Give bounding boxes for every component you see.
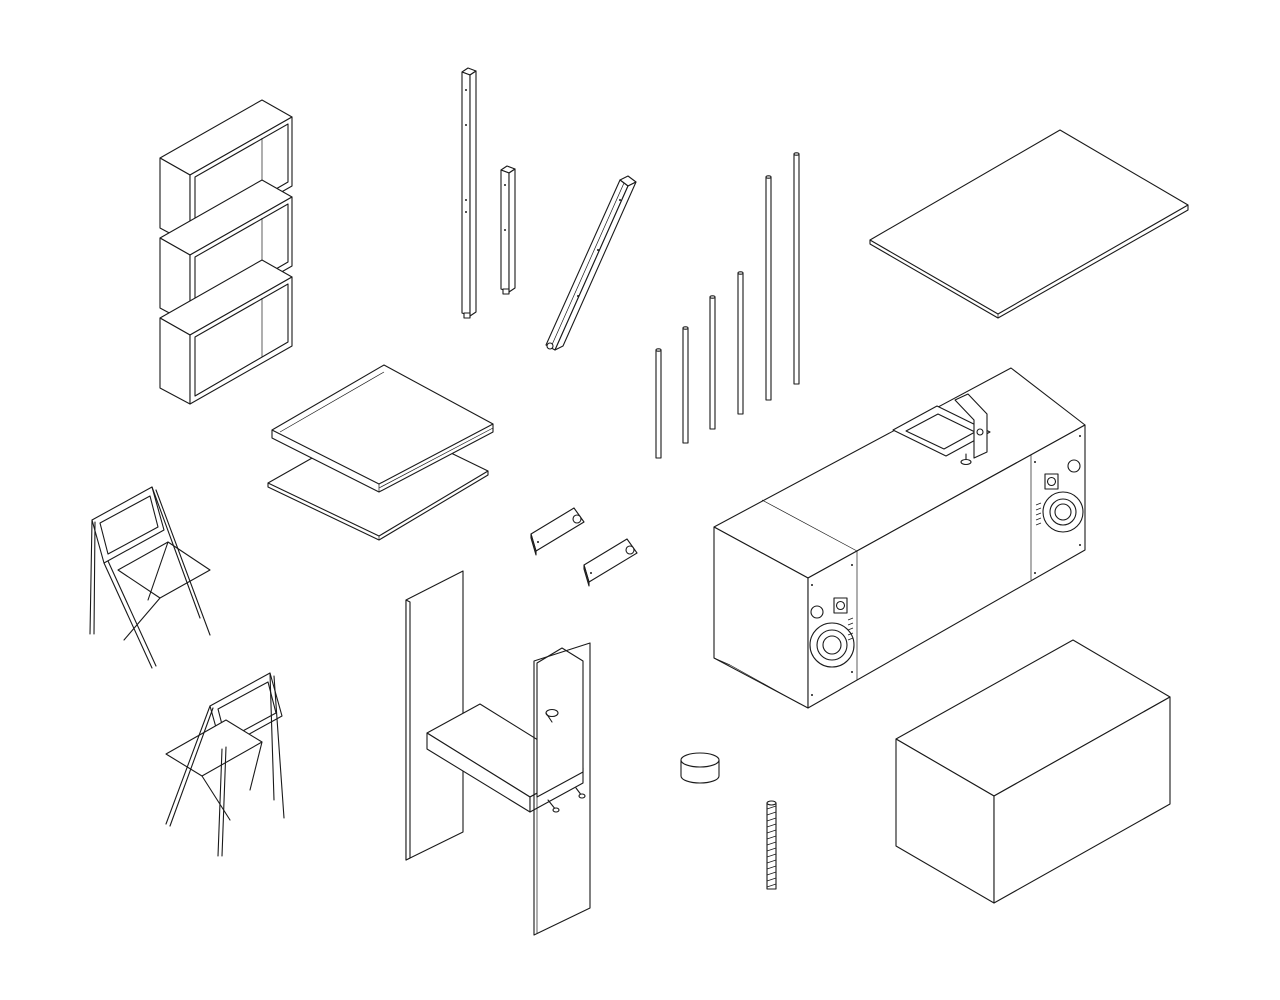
short-square-post (500, 165, 516, 295)
slotted-rail (545, 175, 637, 351)
small-brackets (530, 507, 638, 587)
rod (655, 348, 662, 459)
faucet-icon (954, 393, 988, 466)
stacked-open-boxes (159, 99, 293, 405)
speaker-vent-grille (1035, 502, 1042, 526)
closed-block (895, 639, 1171, 904)
round-rods (655, 152, 800, 459)
side-speaker (1034, 435, 1084, 574)
rod (793, 152, 800, 385)
bracket (583, 538, 638, 587)
open-box (159, 259, 293, 405)
rod (682, 326, 689, 444)
square-posts (461, 67, 516, 319)
speaker-sink-cabinet (713, 367, 1086, 709)
bolts (547, 787, 586, 813)
large-flat-board (869, 129, 1189, 319)
rod (737, 271, 744, 415)
tall-square-post (461, 67, 477, 319)
rod (709, 295, 716, 430)
folding-chair (89, 486, 211, 669)
right-tall-panel (533, 642, 591, 936)
stacked-panels (267, 364, 494, 541)
back-block (536, 647, 584, 798)
thread-marks (766, 805, 777, 888)
rod (765, 175, 772, 401)
round-puck (680, 752, 720, 784)
upper-panel (271, 364, 494, 493)
threaded-rod (766, 800, 777, 890)
folding-chair (165, 672, 285, 857)
bracket (530, 507, 585, 556)
front-speaker (809, 564, 855, 696)
speaker-vent-grille (847, 617, 854, 641)
left-tall-panel (405, 570, 464, 861)
tall-panels-with-shelf (405, 570, 591, 936)
